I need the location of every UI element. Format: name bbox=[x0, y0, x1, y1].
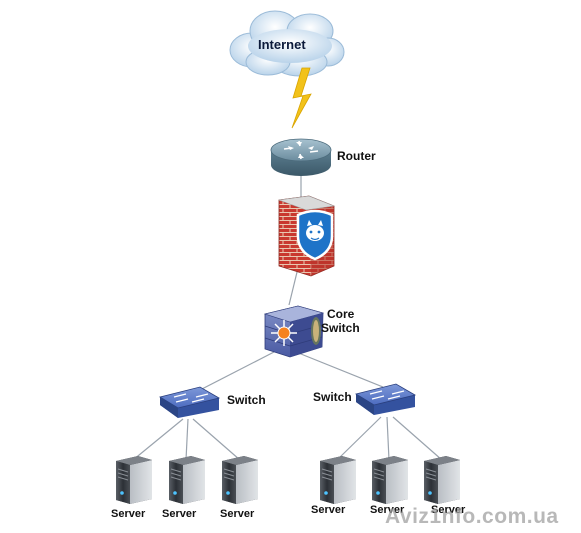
server-icon bbox=[168, 455, 206, 505]
switch-left-icon bbox=[158, 386, 221, 418]
shield-icon bbox=[296, 209, 334, 261]
server-label: Server bbox=[370, 504, 405, 516]
server-label: Server bbox=[220, 508, 255, 520]
link-swr-server3 bbox=[392, 416, 443, 461]
server-icon bbox=[221, 455, 259, 505]
server-icon bbox=[423, 455, 461, 505]
watermark: Aviz1nfo.com.ua bbox=[385, 505, 559, 528]
servers-left bbox=[115, 455, 259, 505]
core-switch-icon bbox=[263, 305, 325, 358]
internet-label: Internet bbox=[258, 37, 306, 52]
server-label: Server bbox=[311, 504, 346, 516]
link-swl-server2 bbox=[185, 418, 189, 461]
link-swl-server1 bbox=[132, 418, 184, 461]
link-swr-server2 bbox=[386, 416, 390, 461]
lightning-icon bbox=[291, 67, 312, 129]
switch-right-icon bbox=[354, 383, 417, 415]
server-label: Server bbox=[431, 504, 466, 516]
core-switch-label-line1: Core bbox=[327, 307, 355, 321]
link-core-switch-left bbox=[199, 351, 275, 391]
switch-right-label: Switch bbox=[313, 390, 352, 404]
server-icon bbox=[115, 455, 153, 505]
servers-right bbox=[319, 455, 461, 505]
internet-cloud-icon bbox=[229, 10, 345, 77]
switch-left-label: Switch bbox=[227, 393, 266, 407]
link-core-switch-right bbox=[295, 351, 384, 388]
core-switch-label-line2: Switch bbox=[321, 321, 360, 335]
server-icon bbox=[371, 455, 409, 505]
link-lines bbox=[132, 176, 443, 461]
link-swr-server1 bbox=[336, 416, 382, 461]
server-icon bbox=[319, 455, 357, 505]
router-icon bbox=[270, 138, 332, 176]
link-firewall-core bbox=[288, 267, 299, 306]
router-label: Router bbox=[337, 149, 376, 163]
server-label: Server bbox=[162, 508, 197, 520]
link-swl-server3 bbox=[192, 418, 241, 461]
server-label: Server bbox=[111, 508, 146, 520]
